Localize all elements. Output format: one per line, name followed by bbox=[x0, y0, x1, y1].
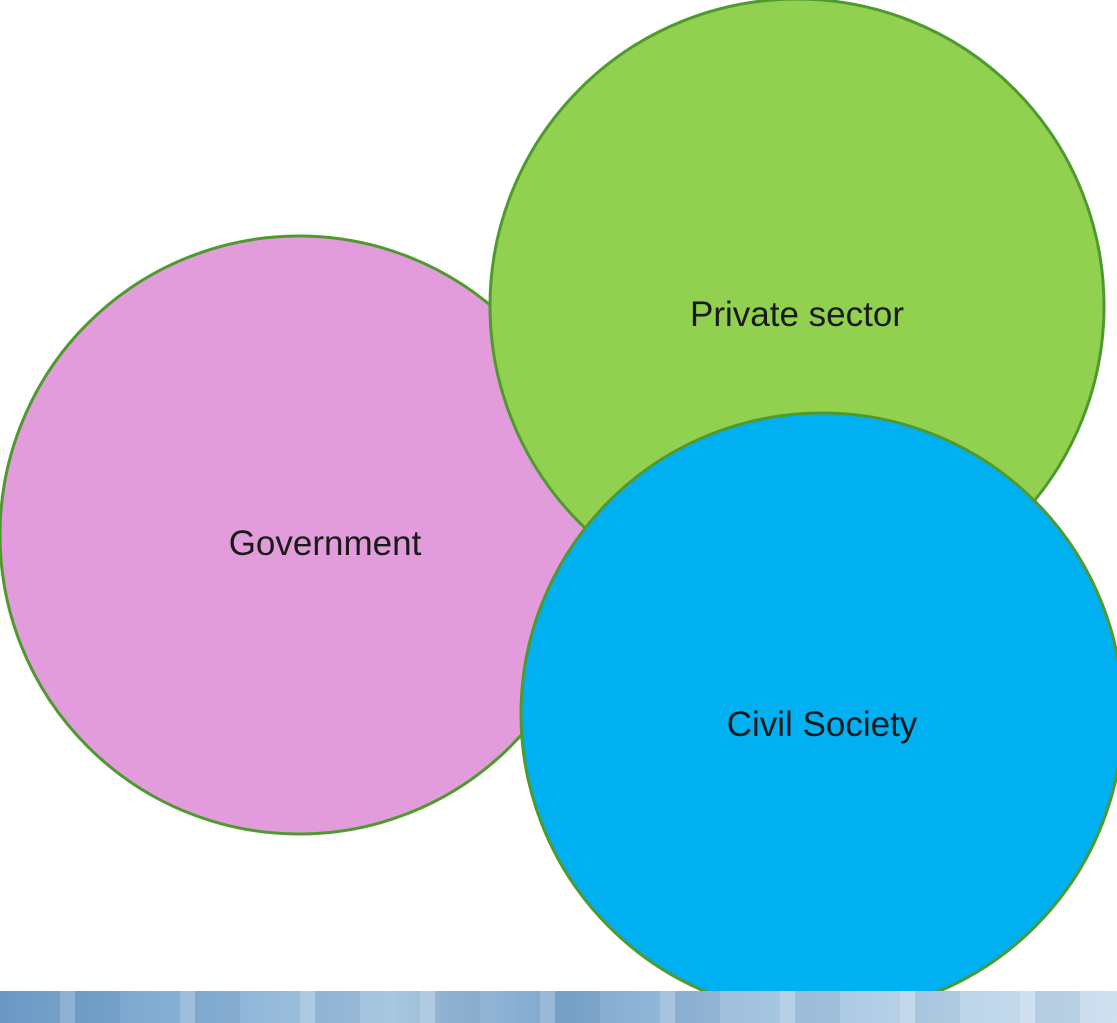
circle-civil-society-label: Civil Society bbox=[727, 705, 918, 744]
circle-government: Government bbox=[0, 234, 600, 836]
circle-government-label: Government bbox=[229, 524, 422, 563]
circle-private-sector-label: Private sector bbox=[690, 295, 904, 334]
decorative-photo-strip bbox=[0, 991, 1117, 1023]
circle-civil-society: Civil Society bbox=[519, 411, 1117, 1017]
